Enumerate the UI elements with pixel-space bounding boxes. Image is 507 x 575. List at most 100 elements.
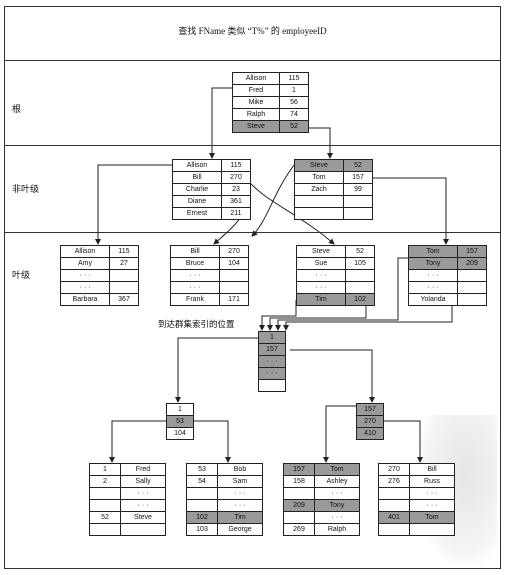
index-cell: Barbara — [60, 293, 110, 306]
index-cell — [109, 269, 139, 282]
index-row: · · · — [170, 269, 249, 282]
diagram-frame — [4, 6, 501, 569]
index-cell: Ashley — [314, 475, 360, 488]
index-row: · · · — [283, 511, 360, 524]
index-cell: 270 — [356, 415, 384, 428]
index-cell — [294, 207, 344, 220]
index-cell: Sam — [217, 475, 263, 488]
index-row: 104 — [166, 427, 194, 440]
index-cell: 103 — [186, 523, 218, 536]
index-cell: 276 — [378, 475, 410, 488]
index-cell: Ralph — [314, 523, 360, 536]
index-cell — [343, 195, 373, 208]
index-cell: 27 — [109, 257, 139, 270]
index-cell — [343, 207, 373, 220]
index-cell: Amy — [60, 257, 110, 270]
index-cell: 410 — [356, 427, 384, 440]
index-cell: 270 — [378, 463, 410, 476]
divider-title — [4, 60, 501, 61]
index-row: · · · — [296, 269, 375, 282]
index-cell: 1 — [279, 84, 309, 97]
index-cell: Fred — [232, 84, 280, 97]
arrow-root-to-nonleaf-left — [209, 87, 232, 159]
index-row: 410 — [356, 427, 384, 440]
index-cell: 53 — [166, 415, 194, 428]
index-cell: 105 — [345, 257, 375, 270]
index-row: · · · — [170, 281, 249, 294]
index-cell: 269 — [283, 523, 315, 536]
index-cell — [294, 195, 344, 208]
index-row: · · · — [258, 367, 286, 380]
index-cell: Ernest — [172, 207, 222, 220]
index-cell: 270 — [221, 171, 251, 184]
index-cell: Russ — [409, 475, 455, 488]
arrow-cnonleaf-right-to-leaf-4 — [384, 420, 423, 463]
index-cell: Bill — [172, 171, 222, 184]
index-cell: 115 — [221, 159, 251, 172]
index-cell — [283, 511, 315, 524]
index-row — [294, 207, 373, 220]
index-cell — [109, 281, 139, 294]
index-cell: Ralph — [232, 108, 280, 121]
index-cell — [378, 523, 410, 536]
index-cell: Bruce — [170, 257, 220, 270]
index-cell: Tom — [409, 511, 455, 524]
index-cell: 157 — [258, 343, 286, 356]
index-row: · · · — [378, 499, 455, 512]
index-cell — [345, 281, 375, 294]
index-cell — [378, 499, 410, 512]
index-cell: 270 — [219, 245, 249, 258]
arrow-cnonleaf-left-to-leaf-2 — [190, 420, 231, 463]
index-cell: 74 — [279, 108, 309, 121]
index-row: 1 — [258, 331, 286, 344]
index-cell: 1 — [166, 403, 194, 416]
index-cell: Tom — [408, 245, 458, 258]
index-cell — [457, 269, 487, 282]
index-cell: · · · — [296, 269, 346, 282]
index-row — [378, 523, 455, 536]
index-cell — [89, 499, 121, 512]
arrow-nonleaf-right-to-leaf-2 — [251, 164, 295, 237]
index-row: · · · — [186, 499, 263, 512]
index-cell: · · · — [217, 499, 263, 512]
index-cell: 104 — [219, 257, 249, 270]
index-cell — [457, 293, 487, 306]
index-cell: · · · — [60, 269, 110, 282]
index-cell: Steve — [294, 159, 344, 172]
index-cell — [457, 281, 487, 294]
index-cell: Tim — [217, 511, 263, 524]
index-cell: · · · — [170, 269, 220, 282]
index-cell — [283, 487, 315, 500]
index-cell: 209 — [457, 257, 487, 270]
index-row: 270 — [356, 415, 384, 428]
index-cell — [219, 269, 249, 282]
index-cell: Sue — [296, 257, 346, 270]
index-cell: · · · — [258, 367, 286, 380]
index-cell: 102 — [345, 293, 375, 306]
index-row: · · · — [89, 499, 166, 512]
index-row: · · · — [283, 487, 360, 500]
index-cell: Tony — [408, 257, 458, 270]
index-cell: 1 — [258, 331, 286, 344]
index-cell: Yolanda — [408, 293, 458, 306]
